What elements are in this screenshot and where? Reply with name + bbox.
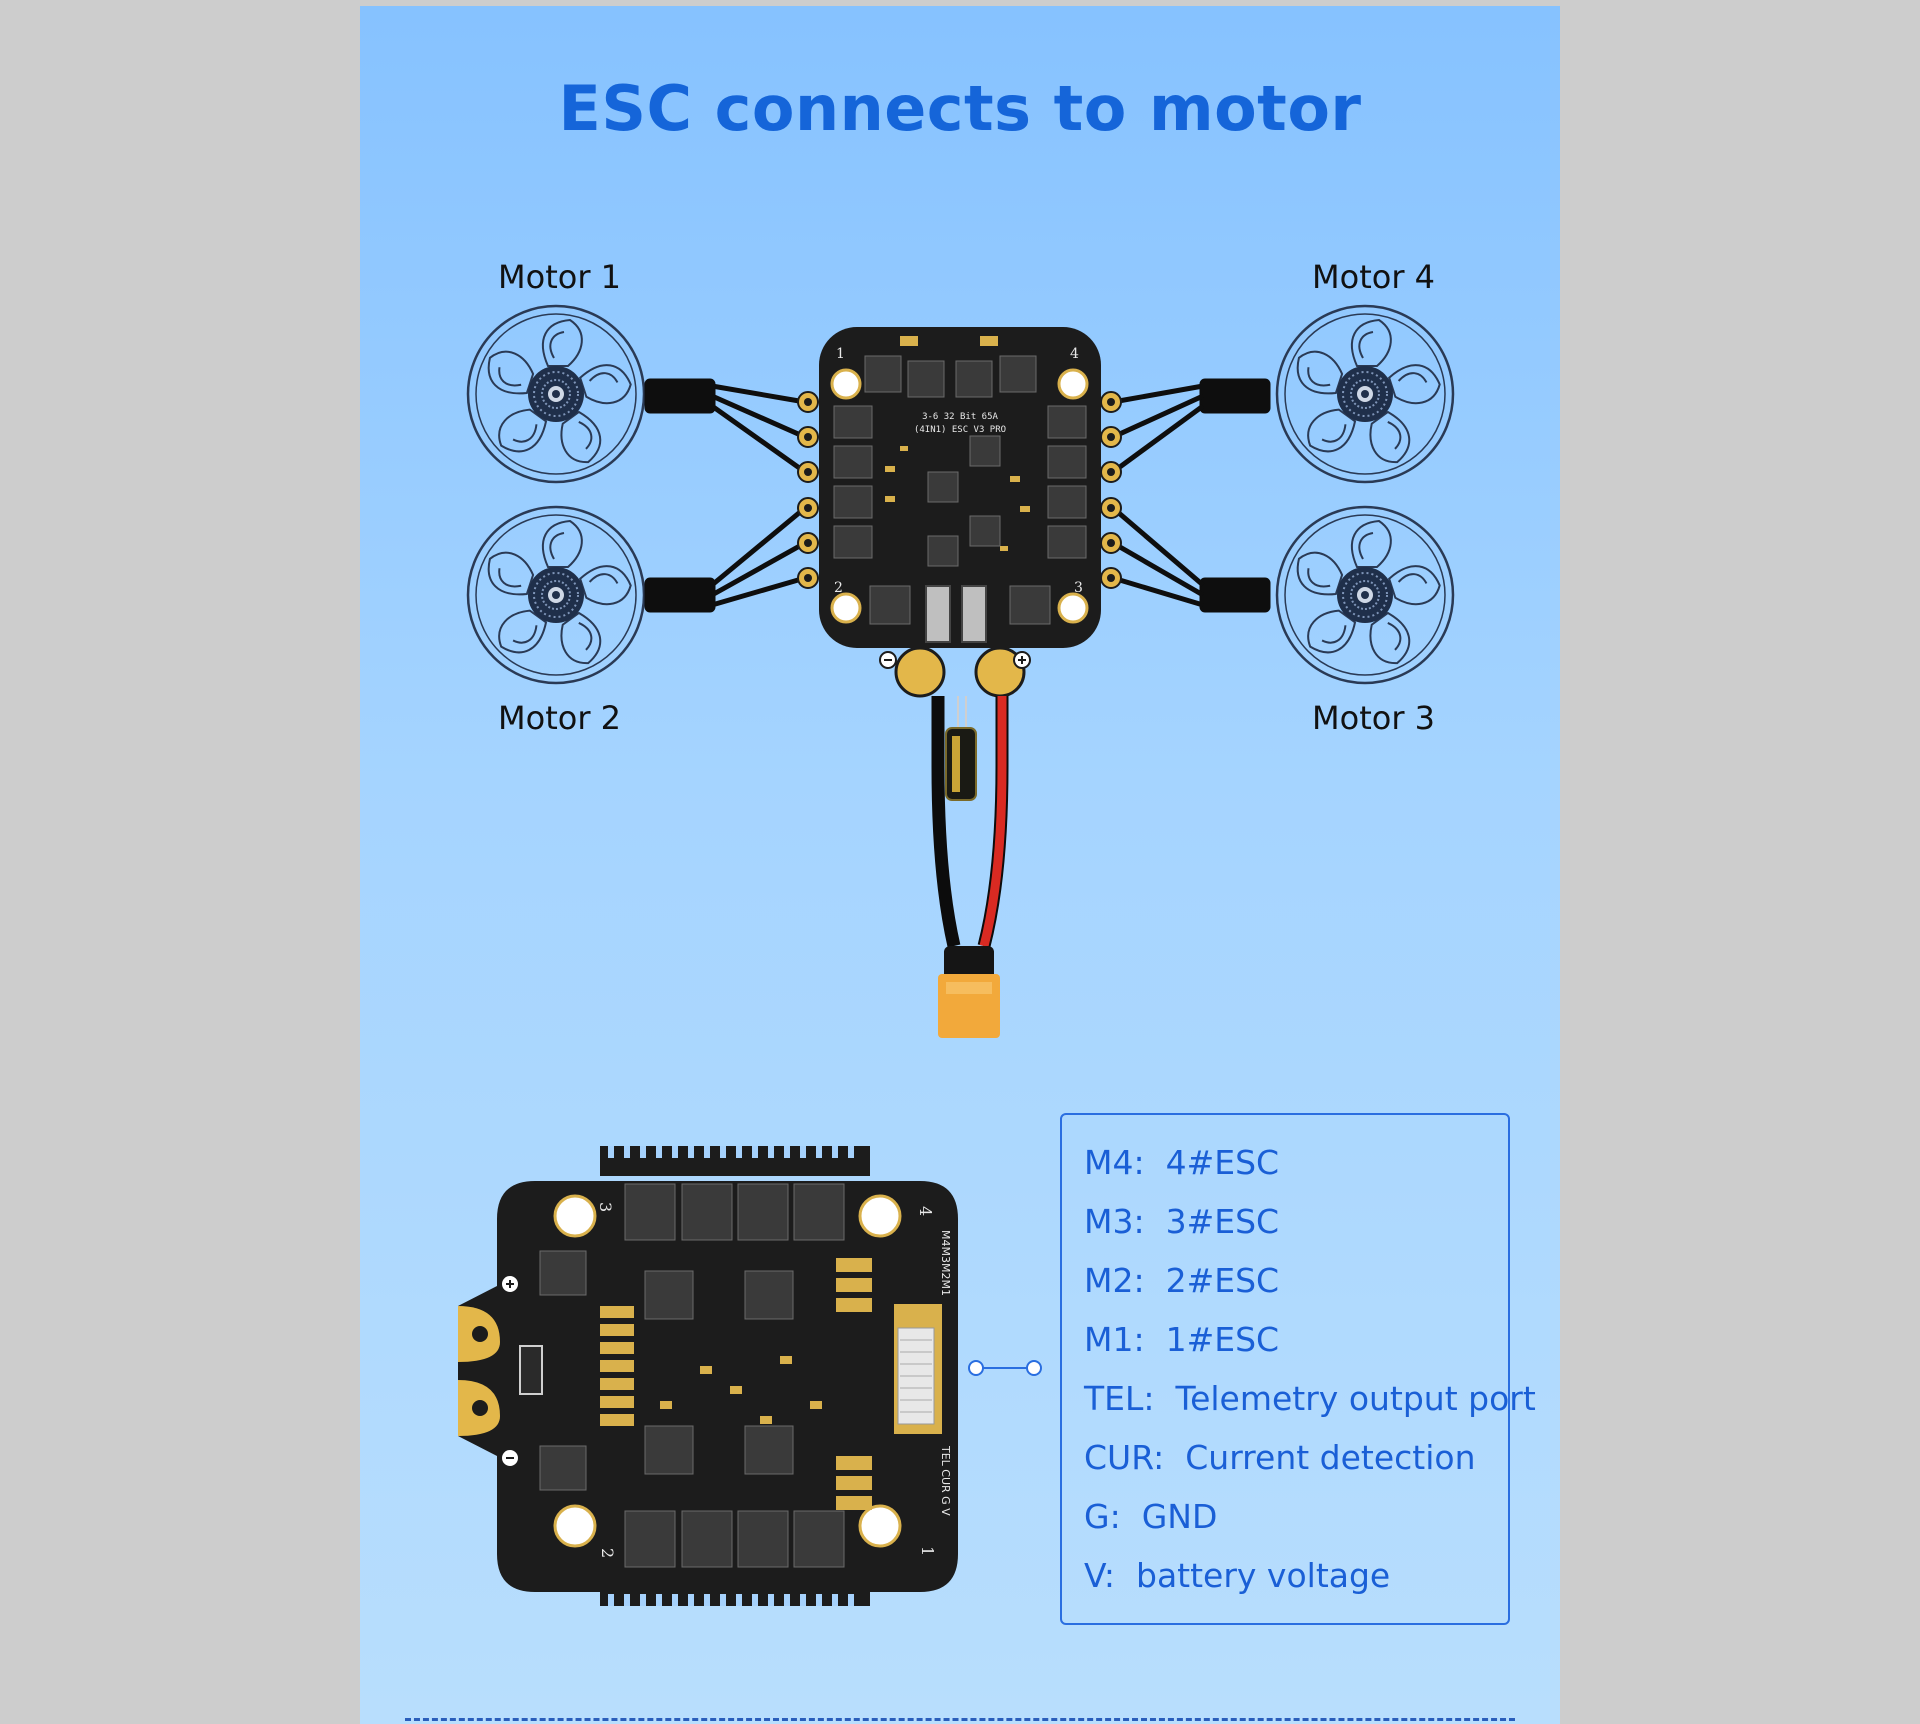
legend-item-tel: TEL: Telemetry output port xyxy=(1084,1379,1536,1418)
motor-leads xyxy=(644,378,1271,613)
motor-4-label: Motor 4 xyxy=(1312,258,1435,296)
board-bottom-corner-1: 1 xyxy=(918,1546,937,1556)
board-corner-1: 1 xyxy=(836,346,845,362)
legend-item-v: V: battery voltage xyxy=(1084,1556,1391,1595)
esc-board-bottom: 3 4 2 1 M4M3M2M1 TEL CUR G V xyxy=(458,1146,958,1606)
legend-item-m4: M4: 4#ESC xyxy=(1084,1143,1280,1182)
motor-1-label: Motor 1 xyxy=(498,258,621,296)
esc-board-top: 3-6 32 Bit 65A (4IN1) ESC V3 PRO 1 4 2 3 xyxy=(797,327,1122,698)
board-bottom-corner-2: 2 xyxy=(598,1548,617,1558)
legend-item-cur: CUR: Current detection xyxy=(1084,1438,1476,1477)
motor-2-icon xyxy=(466,505,646,685)
diagram-panel: ESC connects to motor Motor 1 Motor 2 Mo… xyxy=(360,6,1560,1724)
wiring-diagram: 3-6 32 Bit 65A (4IN1) ESC V3 PRO 1 4 2 3 xyxy=(458,304,1455,1606)
motor-2-label: Motor 2 xyxy=(498,699,621,737)
motor-3-icon xyxy=(1275,505,1455,685)
page-title: ESC connects to motor xyxy=(558,72,1362,145)
motor-4-icon xyxy=(1275,304,1455,484)
pin-legend: M4: 4#ESC M3: 3#ESC M2: 2#ESC M1: 1#ESC … xyxy=(1060,1113,1536,1625)
section-divider xyxy=(405,1718,1515,1721)
board-corner-3: 3 xyxy=(1074,580,1083,596)
legend-item-m3: M3: 3#ESC xyxy=(1084,1202,1280,1241)
legend-item-m2: M2: 2#ESC xyxy=(1084,1261,1280,1300)
board-silk-line1: 3-6 32 Bit 65A xyxy=(922,412,998,422)
board-bottom-label-tel: TEL CUR G V xyxy=(939,1445,952,1516)
board-silk-line2: (4IN1) ESC V3 PRO xyxy=(914,425,1006,435)
legend-pointer xyxy=(968,1360,1042,1376)
board-bottom-corner-3: 3 xyxy=(596,1202,615,1212)
board-corner-2: 2 xyxy=(834,580,843,596)
board-corner-4: 4 xyxy=(1070,346,1079,362)
board-bottom-corner-4: 4 xyxy=(916,1206,935,1216)
legend-item-m1: M1: 1#ESC xyxy=(1084,1320,1280,1359)
motor-3-label: Motor 3 xyxy=(1312,699,1435,737)
motor-1-icon xyxy=(466,304,646,484)
capacitor-icon xyxy=(945,727,977,801)
legend-item-g: G: GND xyxy=(1084,1497,1218,1536)
power-leads xyxy=(931,696,1009,1038)
board-bottom-label-m: M4M3M2M1 xyxy=(939,1230,952,1296)
